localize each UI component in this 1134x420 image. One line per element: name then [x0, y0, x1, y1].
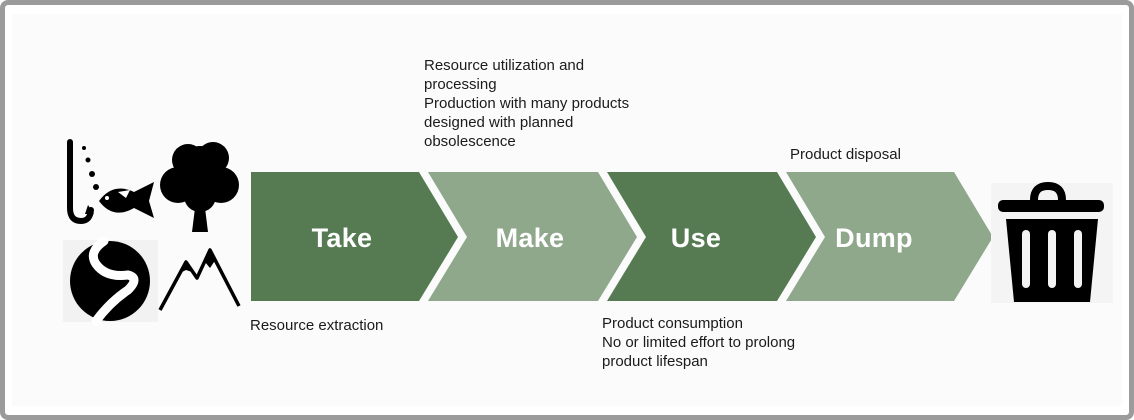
fishing-icon: [67, 139, 154, 225]
note-make: Resource utilization and processing Prod…: [424, 57, 630, 150]
note-take: Resource extraction: [250, 317, 384, 334]
tree-icon: [160, 142, 239, 232]
stage-label-use: Use: [670, 223, 722, 253]
trash-can-icon: [991, 181, 1113, 303]
stage-label-dump: Dump: [835, 223, 913, 253]
chevron-make: [428, 172, 637, 301]
chevron-use: [607, 172, 816, 301]
river-icon: [63, 236, 158, 326]
stage-label-make: Make: [495, 223, 565, 253]
note-dump: Product disposal: [790, 146, 901, 163]
note-use: Product consumption No or limited effort…: [602, 315, 796, 370]
stage-label-take: Take: [311, 223, 373, 253]
chevron-take: [251, 172, 458, 301]
mountain-icon: [158, 248, 241, 311]
chevron-dump: [786, 172, 993, 301]
